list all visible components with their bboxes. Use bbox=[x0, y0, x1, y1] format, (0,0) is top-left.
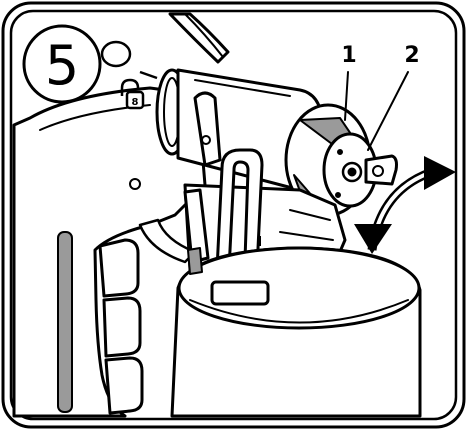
callout-1-leader bbox=[344, 71, 349, 121]
unlock-icon: 8 bbox=[120, 70, 158, 110]
spray-gun: I bbox=[12, 12, 422, 418]
step-number: 5 bbox=[45, 34, 79, 97]
curved-double-arrow-icon bbox=[354, 156, 456, 254]
lock-lever bbox=[183, 188, 210, 264]
clamp bbox=[193, 91, 222, 167]
badge-bubble bbox=[100, 40, 132, 68]
callout-1-label: 1 bbox=[341, 43, 356, 68]
svg-text:8: 8 bbox=[132, 97, 139, 108]
callout-2-label: 2 bbox=[404, 43, 419, 68]
callout-2-leader bbox=[367, 71, 409, 151]
handle-grip bbox=[57, 231, 144, 415]
step-badge: 5 bbox=[22, 24, 102, 104]
lid-connector bbox=[210, 280, 270, 306]
